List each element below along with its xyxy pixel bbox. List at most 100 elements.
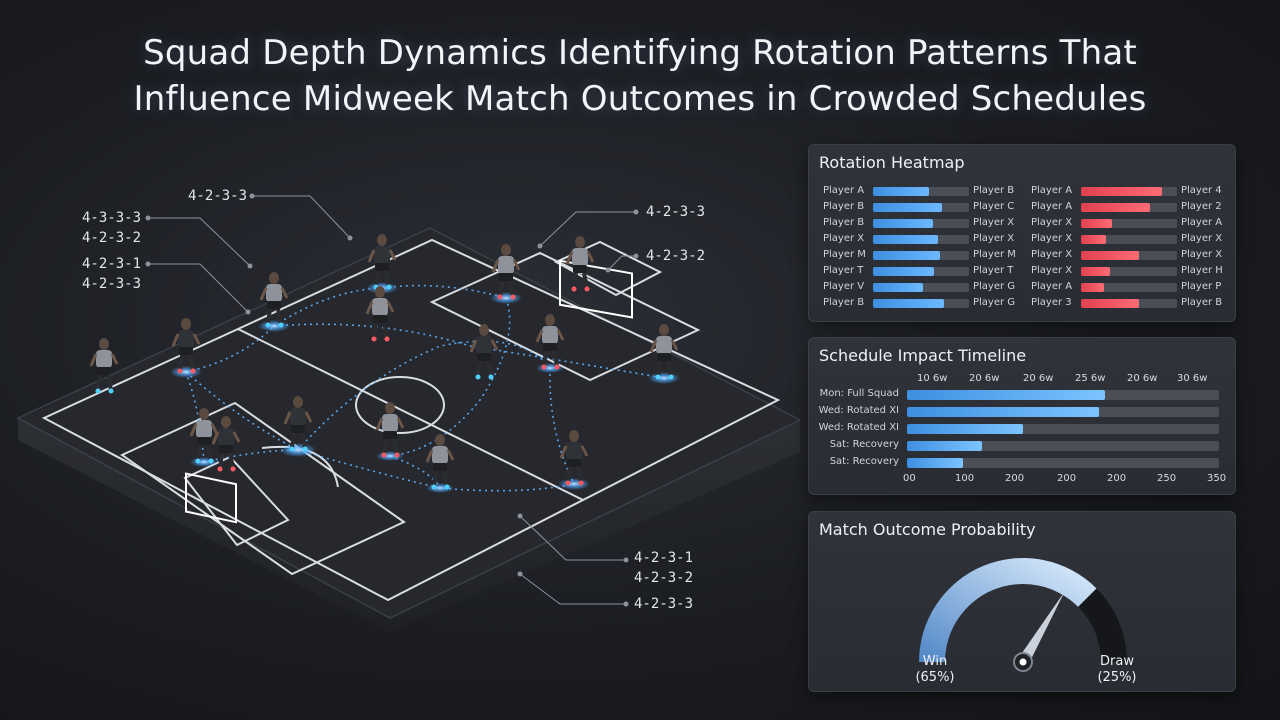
heatmap-player-label: Player H bbox=[1181, 265, 1223, 276]
heatmap-bar bbox=[1081, 235, 1106, 244]
gauge-win-segment bbox=[919, 558, 1097, 662]
heatmap-track bbox=[1081, 187, 1177, 196]
timeline-bottom-tick: 00 bbox=[903, 473, 916, 484]
heatmap-title: Rotation Heatmap bbox=[819, 153, 965, 172]
pitch-illustration bbox=[16, 193, 800, 632]
timeline-top-tick: 20 6w bbox=[969, 373, 1000, 384]
timeline-category-label: Wed: Rotated XI bbox=[818, 422, 899, 433]
heatmap-bar bbox=[873, 283, 923, 292]
player-figure bbox=[211, 416, 241, 472]
heatmap-player-label: Player G bbox=[973, 281, 1016, 292]
heatmap-track bbox=[1081, 299, 1177, 308]
player-figure bbox=[283, 396, 313, 452]
heatmap-track bbox=[1081, 267, 1177, 276]
heatmap-track bbox=[873, 299, 969, 308]
player-figure bbox=[259, 272, 289, 328]
heatmap-player-label: Player X bbox=[1031, 249, 1073, 260]
player-figure bbox=[189, 408, 219, 464]
heatmap-bar bbox=[1081, 187, 1162, 196]
gauge-draw-segment bbox=[1078, 588, 1127, 662]
heatmap-player-label: Player X bbox=[823, 233, 865, 244]
player-figure bbox=[365, 286, 395, 342]
callout-formation-right-mid: 4-2-3-2 bbox=[646, 246, 705, 266]
heatmap-track bbox=[1081, 203, 1177, 212]
heatmap-bar bbox=[1081, 283, 1105, 292]
heatmap-row: Player X Player X bbox=[809, 231, 1237, 247]
timeline-top-tick: 20 6w bbox=[1023, 373, 1054, 384]
gauge-win-label: Win (65%) bbox=[909, 654, 961, 686]
timeline-bar bbox=[907, 441, 982, 451]
heatmap-player-label: Player 3 bbox=[1031, 297, 1072, 308]
gauge-title: Match Outcome Probability bbox=[819, 520, 1036, 539]
callout-text: 4-3-3-3 bbox=[82, 210, 142, 226]
player-figure bbox=[535, 314, 565, 370]
heatmap-row: Player X Player X bbox=[809, 231, 1237, 247]
callout-formation-left-a: 4-3-3-3 4-2-3-2 bbox=[82, 208, 141, 248]
player-figure bbox=[565, 236, 595, 292]
heatmap-track bbox=[873, 283, 969, 292]
heatmap-bar bbox=[873, 203, 943, 212]
heatmap-player-label: Player B bbox=[823, 201, 865, 212]
timeline-top-tick: 20 6w bbox=[1127, 373, 1158, 384]
callout-text: 4-2-3-3 bbox=[634, 596, 694, 612]
heatmap-row: Player M Player M bbox=[809, 247, 1237, 263]
heatmap-player-label: Player B bbox=[1181, 297, 1223, 308]
goal-left bbox=[185, 472, 237, 524]
heatmap-row: Player B Player X bbox=[809, 215, 1237, 231]
heatmap-player-label: Player B bbox=[823, 297, 865, 308]
heatmap-player-label: Player V bbox=[823, 281, 865, 292]
callout-dots bbox=[145, 193, 639, 607]
heatmap-player-label: Player M bbox=[973, 249, 1016, 260]
callout-text: 4-2-3-3 bbox=[646, 204, 706, 220]
heatmap-track bbox=[873, 235, 969, 244]
heatmap-bar bbox=[873, 187, 929, 196]
gauge-needle bbox=[1017, 591, 1065, 666]
callout-text: 4-2-3-2 bbox=[634, 570, 694, 586]
timeline-track bbox=[907, 390, 1219, 400]
heatmap-player-label: Player T bbox=[823, 265, 864, 276]
heatmap-player-label: Player A bbox=[823, 185, 865, 196]
heatmap-player-label: Player M bbox=[823, 249, 866, 260]
heatmap-player-label: Player X bbox=[973, 217, 1015, 228]
callout-formation-bottom-b: 4-2-3-3 bbox=[634, 594, 693, 614]
heatmap-bar bbox=[873, 267, 935, 276]
heatmap-player-label: Player C bbox=[973, 201, 1015, 212]
timeline-track bbox=[907, 407, 1219, 417]
heatmap-player-label: Player 4 bbox=[1181, 185, 1222, 196]
heatmap-bar bbox=[1081, 267, 1110, 276]
timeline-top-tick: 30 6w bbox=[1177, 373, 1208, 384]
heatmap-player-label: Player X bbox=[973, 233, 1015, 244]
player-figure bbox=[469, 324, 499, 380]
player-figure bbox=[491, 244, 521, 300]
callout-lines bbox=[148, 195, 636, 605]
heatmap-player-label: Player X bbox=[1031, 233, 1073, 244]
heatmap-bar bbox=[1081, 203, 1151, 212]
callout-formation-left-b: 4-2-3-1 4-2-3-3 bbox=[82, 254, 141, 294]
win-percent: (65%) bbox=[915, 670, 955, 685]
timeline-bottom-tick: 350 bbox=[1207, 473, 1227, 484]
heatmap-row: Player A Player 4 bbox=[809, 183, 1237, 199]
timeline-bottom-tick: 200 bbox=[1107, 473, 1127, 484]
timeline-bottom-tick: 200 bbox=[1057, 473, 1077, 484]
timeline-top-tick: 10 6w bbox=[917, 373, 948, 384]
heatmap-player-label: Player B bbox=[823, 217, 865, 228]
players bbox=[89, 234, 679, 490]
heatmap-bar bbox=[873, 299, 945, 308]
player-figure bbox=[367, 234, 397, 290]
outcome-gauge bbox=[919, 558, 1127, 672]
callout-text: 4-2-3-3 bbox=[188, 188, 248, 204]
win-name: Win bbox=[922, 654, 948, 669]
player-figure bbox=[649, 324, 679, 380]
heatmap-track bbox=[873, 187, 969, 196]
heatmap-track bbox=[1081, 219, 1177, 228]
callout-text: 4-2-3-3 bbox=[82, 276, 142, 292]
heatmap-row: Player B Player C bbox=[809, 199, 1237, 215]
heatmap-player-label: Player B bbox=[973, 185, 1015, 196]
